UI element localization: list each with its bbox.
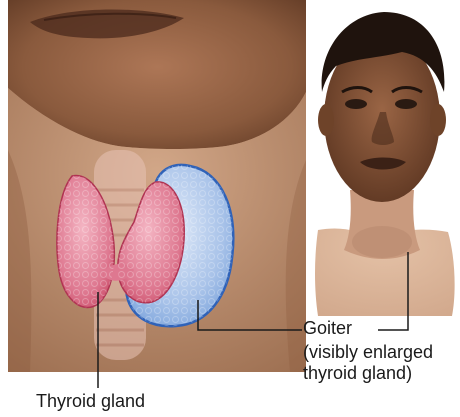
woman-portrait — [315, 12, 455, 316]
goiter-description-line1: (visibly enlarged — [303, 342, 433, 363]
neck-closeup-panel — [8, 0, 306, 372]
thyroid-gland-label: Thyroid gland — [36, 391, 145, 412]
goiter-description-line2: thyroid gland) — [303, 363, 433, 384]
goiter-description: (visibly enlarged thyroid gland) — [303, 342, 433, 384]
neck-swelling — [352, 226, 412, 258]
goiter-label: Goiter — [303, 318, 352, 339]
